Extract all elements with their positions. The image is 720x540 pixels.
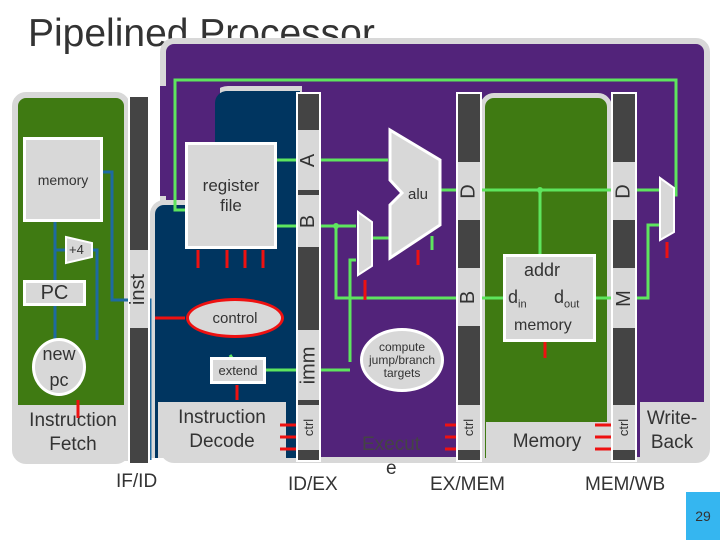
instruction-memory: memory xyxy=(23,137,103,222)
d-label: D xyxy=(612,183,635,199)
id-ex-a-field: A xyxy=(297,130,319,190)
control-unit: control xyxy=(186,298,284,338)
ex-mem-b-field: B xyxy=(458,268,480,326)
data-memory: addr din dout memory xyxy=(503,254,596,342)
id-ex-label: ID/EX xyxy=(288,474,338,495)
sign-extend: extend xyxy=(210,357,266,384)
b-label: B xyxy=(457,290,480,304)
din-label: din xyxy=(508,287,527,311)
dout-text: d xyxy=(554,287,565,307)
imm-label: imm xyxy=(297,346,320,384)
m-label: M xyxy=(612,289,635,307)
stage-execute: Execut xyxy=(362,434,421,455)
stage-instruction-fetch: Instruction Fetch xyxy=(18,405,128,461)
stage-write-back: Write-Back xyxy=(640,402,704,460)
writeback-mux xyxy=(659,176,675,242)
ex-mem-d-field: D xyxy=(457,162,480,220)
inst-label: inst xyxy=(127,273,150,305)
register-file: register file xyxy=(185,142,277,249)
ex-mem-label: EX/MEM xyxy=(430,474,505,495)
dout-subscript: out xyxy=(564,298,580,311)
stage-execute-wrap: e xyxy=(386,458,397,479)
new-pc-line2: pc xyxy=(49,370,69,390)
ctrl-label: ctrl xyxy=(616,418,632,437)
mem-wb-m-field: M xyxy=(612,268,635,328)
addr-label: addr xyxy=(524,260,561,280)
a-label: A xyxy=(297,153,319,167)
alu-label: alu xyxy=(408,186,429,203)
id-ex-b-field: B xyxy=(297,195,319,247)
ctrl-label: ctrl xyxy=(461,418,477,437)
ex-mem-ctrl-field: ctrl xyxy=(458,405,480,450)
if-id-inst-field: inst xyxy=(127,250,150,328)
ctrl-label: ctrl xyxy=(301,418,316,437)
stage-memory: Memory xyxy=(486,422,608,462)
page-number: 29 xyxy=(695,508,711,524)
b-label: B xyxy=(297,214,319,228)
id-ex-imm-field: imm xyxy=(297,330,320,400)
new-pc-line1: new xyxy=(42,344,76,364)
plus4-adder xyxy=(65,235,93,265)
compute-targets: compute jump/branch targets xyxy=(360,328,444,392)
memory-label: memory xyxy=(514,317,572,334)
din-text: d xyxy=(508,287,519,307)
if-id-label: IF/ID xyxy=(116,471,158,492)
d-label: D xyxy=(457,183,480,199)
dout-label: dout xyxy=(554,287,579,311)
alu-shape xyxy=(388,127,442,261)
page-number-badge: 29 xyxy=(686,492,720,540)
plus4-label: +4 xyxy=(69,242,84,257)
stage-instruction-decode: Instruction Decode xyxy=(158,402,286,458)
mem-wb-d-field: D xyxy=(612,162,635,220)
new-pc-ellipse: new pc xyxy=(32,338,86,396)
mem-wb-ctrl-field: ctrl xyxy=(613,405,635,450)
mem-wb-label: MEM/WB xyxy=(585,474,666,495)
pc-register: PC xyxy=(23,280,86,306)
alu-input-mux xyxy=(357,210,373,277)
id-ex-ctrl-field: ctrl xyxy=(298,405,319,450)
din-subscript: in xyxy=(518,298,527,311)
